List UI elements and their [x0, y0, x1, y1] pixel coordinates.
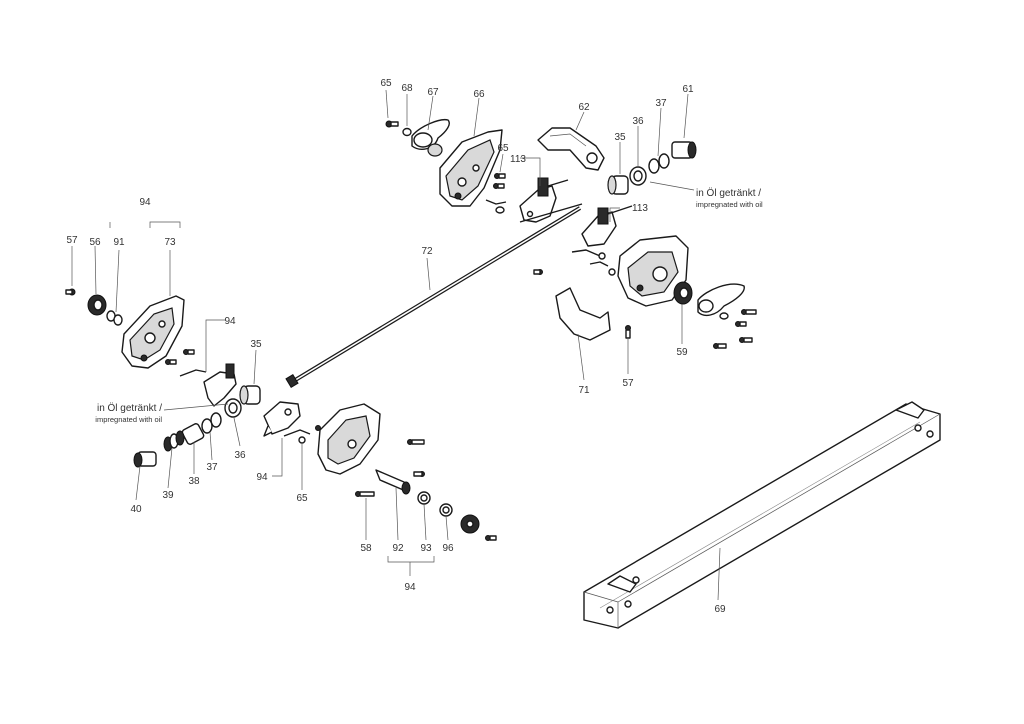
label-94-center: 94 [256, 472, 268, 483]
part-61-bushing [671, 141, 697, 159]
part-35-bearing-left [239, 385, 261, 405]
part-57-screw-right [625, 325, 631, 339]
part-94-lever-center [263, 401, 301, 437]
part-73-housing-left [121, 295, 185, 369]
label-65-top: 65 [380, 78, 392, 89]
part-65-screws-mid [485, 173, 507, 214]
label-40: 40 [130, 504, 142, 515]
label-57-right: 57 [622, 378, 634, 389]
label-36-left: 36 [234, 450, 246, 461]
leader-lines [71, 89, 721, 601]
part-65-screws-right [533, 261, 616, 276]
label-37-left: 37 [206, 462, 218, 473]
label-66: 66 [473, 89, 485, 100]
gear-housing-right [617, 235, 689, 307]
label-68: 68 [401, 83, 413, 94]
label-36-top: 36 [632, 116, 644, 127]
gear-wheel [460, 514, 480, 534]
part-94-lever-left [203, 363, 237, 407]
label-113-top: 113 [510, 154, 526, 165]
part-38-sleeve [181, 423, 205, 445]
oil-note-top-de: in Öl getränkt / [696, 187, 761, 199]
oil-note-left: in Öl getränkt / impregnated with oil [95, 402, 162, 424]
label-35-top: 35 [614, 132, 626, 143]
part-71-bracket [555, 287, 611, 341]
label-113-right: 113 [632, 203, 648, 214]
part-69-boom-tube [583, 401, 941, 629]
part-36-washer-left [224, 398, 242, 418]
part-37-rings-left [201, 412, 222, 434]
label-71: 71 [578, 385, 590, 396]
upper-shaft-stub [519, 203, 583, 223]
part-62-cover [537, 127, 605, 171]
part-113-lever-right [571, 205, 633, 260]
label-72: 72 [421, 246, 433, 257]
part-35-bearing-top [607, 175, 629, 195]
label-57-left: 57 [66, 235, 78, 246]
part-65-screws-center [283, 425, 321, 444]
spring-plate-right [697, 283, 745, 320]
label-56: 56 [89, 237, 101, 248]
gear-housing-center [317, 403, 381, 475]
part-37-rings-top [648, 153, 670, 174]
label-67: 67 [427, 87, 439, 98]
label-96: 96 [442, 543, 454, 554]
part-66-housing-top [439, 129, 503, 207]
label-94-top: 94 [139, 197, 151, 208]
part-91-washers [106, 310, 123, 326]
label-58: 58 [360, 543, 372, 554]
label-38: 38 [188, 476, 200, 487]
label-37-top: 37 [655, 98, 667, 109]
screws-center-group [355, 439, 425, 497]
part-number-labels: 65 68 67 66 62 35 36 37 61 65 113 113 94… [66, 78, 726, 615]
label-93: 93 [420, 543, 432, 554]
label-94-left: 94 [224, 316, 236, 327]
label-94-bottom: 94 [404, 582, 416, 593]
label-61: 61 [682, 84, 694, 95]
part-96-washer [439, 503, 453, 517]
label-91: 91 [113, 237, 125, 248]
part-92-pin [375, 469, 411, 495]
part-93-washer [417, 491, 431, 505]
label-69: 69 [714, 604, 726, 615]
part-65-screw-top [385, 120, 399, 128]
part-39-spring [163, 430, 185, 452]
part-59-bearing [673, 281, 693, 305]
part-40-bushing [133, 451, 157, 468]
part-57-screw-left [65, 288, 76, 296]
label-65-center: 65 [296, 493, 308, 504]
part-72-drive-shaft [285, 206, 582, 389]
part-68-washer [402, 127, 412, 137]
oil-note-left-en: impregnated with oil [95, 415, 162, 424]
oil-note-top-en: impregnated with oil [696, 200, 763, 209]
label-59: 59 [676, 347, 688, 358]
screws-right-group [713, 309, 757, 349]
screws-left-group [165, 349, 207, 377]
label-39: 39 [162, 490, 174, 501]
part-67-spring-plate [411, 119, 450, 157]
label-73: 73 [164, 237, 176, 248]
label-92: 92 [392, 543, 404, 554]
screw-bottom [485, 535, 497, 541]
label-35-left: 35 [250, 339, 262, 350]
label-62: 62 [578, 102, 590, 113]
part-36-washer-top [629, 166, 647, 186]
oil-note-left-de: in Öl getränkt / [97, 402, 162, 414]
part-56-bearing [87, 294, 107, 316]
label-65-mid: 65 [497, 143, 509, 154]
oil-note-top: in Öl getränkt / impregnated with oil [696, 187, 763, 209]
